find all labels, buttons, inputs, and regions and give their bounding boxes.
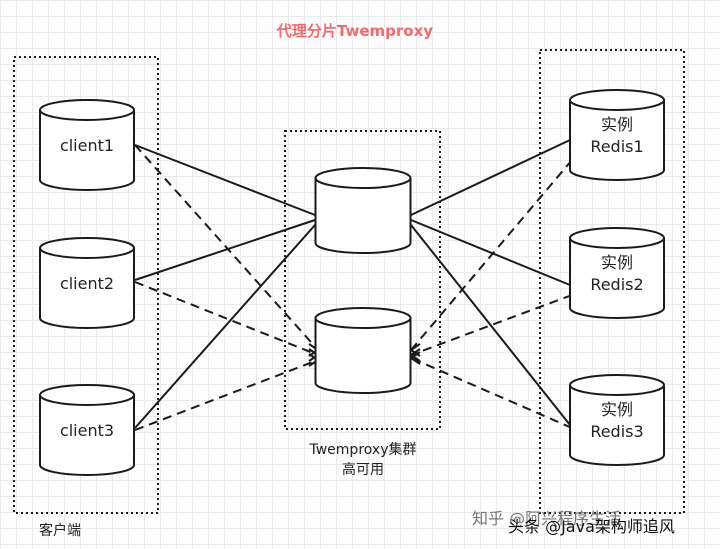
cylinder-label: Redis3 xyxy=(590,422,643,441)
watermark-toutiao: 头条 @Java架构师追风 xyxy=(508,517,675,536)
edge-proxy1-to-redis xyxy=(410,139,571,216)
cylinder-body xyxy=(39,110,135,191)
cylinder-body xyxy=(569,385,665,466)
client-group-box xyxy=(13,56,159,514)
redis-node: 实例 Redis3 xyxy=(569,374,665,466)
edge-redis-to-proxy2 xyxy=(410,159,573,351)
edge-client-to-proxy1 xyxy=(134,224,316,429)
cylinder-top xyxy=(569,227,665,249)
cylinder-top xyxy=(569,374,665,396)
cylinder-body xyxy=(569,238,665,319)
client-node: client3 xyxy=(39,384,135,476)
edge-client-to-proxy2 xyxy=(134,281,319,356)
client-node: client2 xyxy=(39,237,135,329)
edge-client-to-proxy1 xyxy=(134,144,316,216)
connection-lines xyxy=(134,139,573,431)
proxy-group-label-line2: 高可用 xyxy=(342,461,384,478)
proxy-node xyxy=(314,307,412,394)
cylinder-label: client2 xyxy=(60,274,114,293)
cylinder-nodes: client1 client2 client3 实例 Redis1 实例 Redis2 实例 R… xyxy=(39,89,665,476)
edge-proxy1-to-redis xyxy=(410,219,571,286)
cylinder-label: 实例 xyxy=(601,253,633,272)
edge-client-to-proxy2 xyxy=(134,144,319,351)
client-node: client1 xyxy=(39,99,135,191)
cylinder-body xyxy=(314,318,412,394)
cylinder-body xyxy=(569,100,665,181)
redis-group-box xyxy=(539,49,685,514)
cylinder-body xyxy=(39,395,135,476)
edge-proxy1-to-redis xyxy=(410,224,571,426)
cylinder-top xyxy=(39,99,135,121)
redis-node: 实例 Redis2 xyxy=(569,227,665,319)
proxy-group-label-line1: Twemproxy集群 xyxy=(309,441,417,458)
edge-redis-to-proxy2 xyxy=(410,357,573,429)
client-group-label: 客户端 xyxy=(39,522,81,539)
proxy-group-box xyxy=(284,130,441,430)
cylinder-label: 实例 xyxy=(601,400,633,419)
edge-redis-to-proxy2 xyxy=(410,294,573,356)
cylinder-top xyxy=(314,307,412,329)
cylinder-top xyxy=(39,237,135,259)
cylinder-label: Redis1 xyxy=(590,137,643,156)
cylinder-top xyxy=(569,89,665,111)
watermark-zhihu: 知乎 @阿兴程序生活 xyxy=(472,509,621,528)
proxy-node xyxy=(314,167,412,254)
cylinder-top xyxy=(314,167,412,189)
diagram-title: 代理分片Twemproxy xyxy=(276,22,433,40)
redis-node: 实例 Redis1 xyxy=(569,89,665,181)
edge-client-to-proxy2 xyxy=(134,359,319,431)
cylinder-body xyxy=(314,178,412,254)
cylinder-body xyxy=(39,248,135,329)
cylinder-label: 实例 xyxy=(601,115,633,134)
cylinder-label: client3 xyxy=(60,421,114,440)
cylinder-top xyxy=(39,384,135,406)
cylinder-label: client1 xyxy=(60,136,114,155)
cylinder-label: Redis2 xyxy=(590,275,643,294)
edge-client-to-proxy1 xyxy=(134,219,316,281)
